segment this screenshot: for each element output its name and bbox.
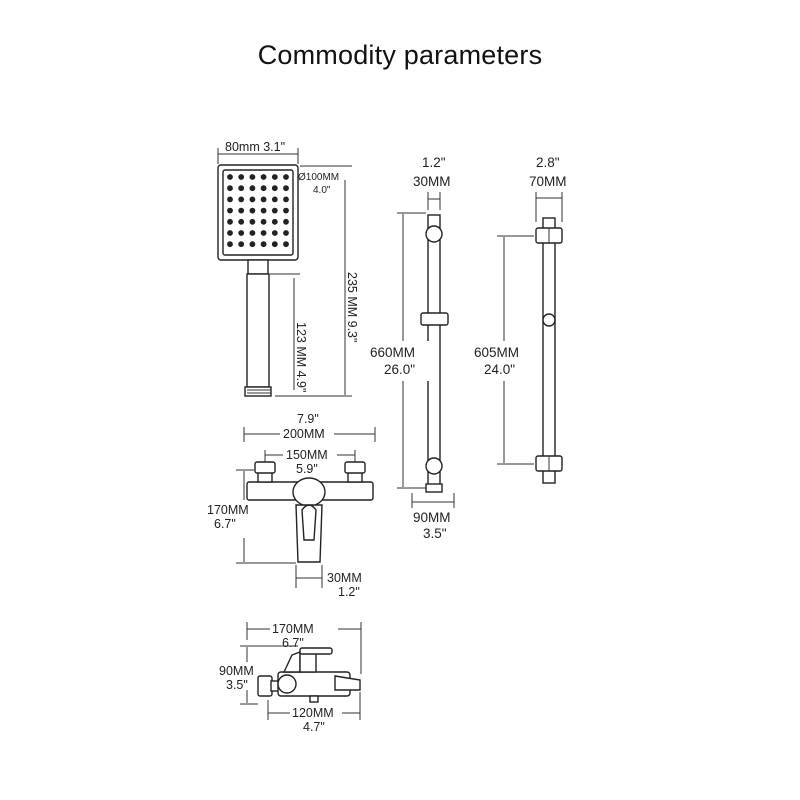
spray-nozzle	[238, 218, 245, 225]
slide-bar-2-depth-in: 2.8"	[536, 155, 560, 170]
mixer-side-drawing: 170MM 6.7" 90MM 3.5" 120MM 4.7"	[219, 622, 362, 734]
mixer-height-in: 6.7"	[214, 517, 236, 531]
slide-bar-2-shape	[535, 217, 563, 484]
spray-nozzle	[227, 185, 233, 192]
slide-bar-1-drawing: 1.2" 30MM 660MM 26.0" 90MM 3.5"	[368, 155, 455, 541]
head-width-label: 80mm 3.1"	[225, 140, 285, 154]
spray-nozzle	[249, 218, 256, 225]
mixer-side-height-dimension: 90MM 3.5"	[219, 645, 298, 705]
spray-nozzle	[283, 196, 289, 203]
spray-nozzle	[227, 174, 233, 180]
spray-nozzle	[271, 241, 278, 248]
spray-nozzle	[249, 241, 256, 248]
spray-nozzle	[260, 241, 267, 248]
head-total-length-dimension: 235 MM 9.3"	[275, 165, 359, 397]
spray-nozzle	[238, 230, 245, 236]
spray-nozzle	[249, 185, 256, 192]
mixer-spout-dimension: 30MM 1.2"	[295, 565, 362, 599]
mixer-height-mm: 170MM	[207, 503, 249, 517]
spray-nozzle	[249, 174, 256, 180]
spray-nozzle	[271, 185, 278, 192]
mixer-side-bottom-in: 4.7"	[303, 720, 325, 734]
spray-nozzle	[283, 218, 289, 225]
head-total-length-label: 235 MM 9.3"	[345, 272, 359, 342]
spray-nozzle	[271, 218, 278, 225]
slide-bar-2-depth-dimension: 2.8" 70MM	[529, 155, 567, 222]
slide-bar-1-base-dimension: 90MM 3.5"	[411, 493, 455, 541]
spray-nozzle	[227, 218, 233, 225]
slide-bar-1-height-mm: 660MM	[370, 345, 415, 360]
spray-nozzle	[249, 207, 256, 214]
spray-nozzle	[238, 196, 245, 203]
mixer-side-bottom-dimension: 120MM 4.7"	[267, 692, 361, 734]
shower-head-shape	[217, 164, 299, 397]
mixer-side-height-mm: 90MM	[219, 664, 254, 678]
spray-nozzle	[283, 185, 289, 192]
spray-nozzle	[227, 230, 233, 236]
spray-nozzle	[283, 174, 289, 180]
spray-nozzle	[238, 241, 245, 248]
mixer-side-width-in: 6.7"	[282, 636, 304, 650]
slide-bar-2-drawing: 2.8" 70MM 605MM 24.0"	[472, 155, 567, 484]
mixer-front-shape	[246, 461, 374, 563]
mixer-total-width-mm: 200MM	[283, 427, 325, 441]
mixer-total-width-in: 7.9"	[297, 412, 319, 426]
spray-nozzle	[249, 230, 256, 236]
spray-nozzle	[271, 196, 278, 203]
mixer-front-drawing: 7.9" 200MM 150MM 5.9" 170MM 6.7"	[207, 412, 376, 599]
slide-bar-1-height-in: 26.0"	[384, 362, 415, 377]
slide-bar-1-depth-dimension: 1.2" 30MM	[413, 155, 451, 210]
spray-nozzle	[271, 207, 278, 214]
mixer-side-width-mm: 170MM	[272, 622, 314, 636]
mixer-spout-in: 1.2"	[338, 585, 360, 599]
mixer-height-dimension: 170MM 6.7"	[207, 469, 296, 564]
shower-head-drawing: 80mm 3.1" Ø100MM 4.0" 235 MM 9.3" 123 MM…	[217, 140, 359, 397]
head-width-dimension: 80mm 3.1"	[217, 140, 299, 164]
spray-nozzle	[260, 196, 267, 203]
mixer-center-in: 5.9"	[296, 462, 318, 476]
spray-nozzle	[249, 196, 256, 203]
slide-bar-1-base-mm: 90MM	[413, 510, 451, 525]
spray-nozzle	[283, 241, 289, 248]
slide-bar-2-height-dimension: 605MM 24.0"	[472, 235, 538, 465]
slide-bar-1-height-dimension: 660MM 26.0"	[368, 212, 434, 489]
page-title: Commodity parameters	[257, 40, 543, 70]
handle-length-label: 123 MM 4.9"	[294, 322, 308, 392]
spray-nozzle	[271, 230, 278, 236]
mixer-side-bottom-mm: 120MM	[292, 706, 334, 720]
spray-nozzle	[283, 230, 289, 236]
spray-nozzle	[238, 174, 245, 180]
head-diameter-in: 4.0"	[313, 185, 331, 196]
mixer-total-width-dimension: 7.9" 200MM	[243, 412, 376, 442]
mixer-side-height-in: 3.5"	[226, 678, 248, 692]
mixer-center-dimension: 150MM 5.9"	[264, 448, 356, 476]
spray-nozzles	[227, 174, 289, 248]
head-diameter-mm: Ø100MM	[298, 172, 339, 183]
spray-nozzle	[227, 207, 233, 214]
spray-nozzle	[260, 230, 267, 236]
spray-nozzle	[227, 241, 233, 248]
mixer-spout-mm: 30MM	[327, 571, 362, 585]
spray-nozzle	[260, 207, 267, 214]
spray-nozzle	[238, 185, 245, 192]
slide-bar-2-depth-mm: 70MM	[529, 174, 567, 189]
spray-nozzle	[238, 207, 245, 214]
mixer-side-shape	[257, 647, 361, 703]
spray-nozzle	[227, 196, 233, 203]
spray-nozzle	[260, 218, 267, 225]
spray-nozzle	[283, 207, 289, 214]
slide-bar-1-depth-in: 1.2"	[422, 155, 446, 170]
spray-nozzle	[260, 174, 267, 180]
slide-bar-2-height-mm: 605MM	[474, 345, 519, 360]
slide-bar-1-base-in: 3.5"	[423, 526, 447, 541]
slide-bar-1-depth-mm: 30MM	[413, 174, 451, 189]
spray-nozzle	[271, 174, 278, 180]
handle-length-dimension: 123 MM 4.9"	[270, 273, 308, 392]
slide-bar-2-height-in: 24.0"	[484, 362, 515, 377]
mixer-center-mm: 150MM	[286, 448, 328, 462]
spray-nozzle	[260, 185, 267, 192]
